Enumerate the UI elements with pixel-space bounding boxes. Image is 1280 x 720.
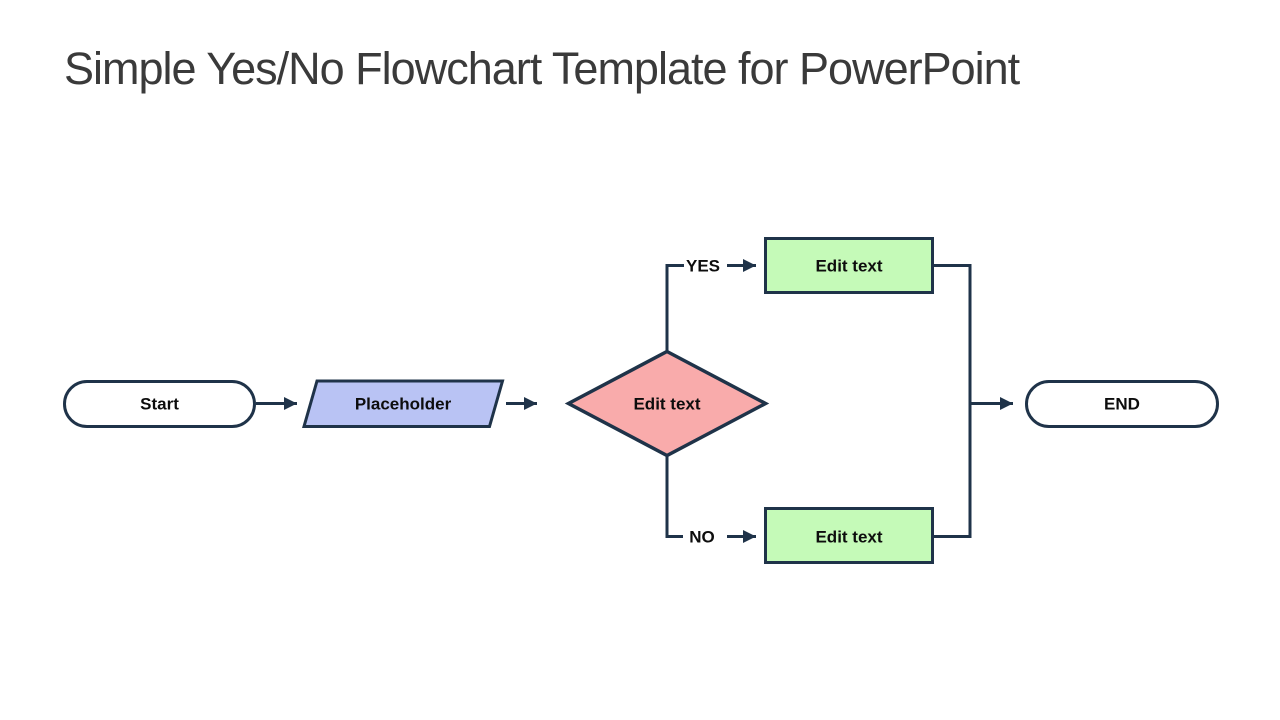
end-node-label: END [1104,395,1140,414]
connector-decision-to-no-label [665,455,683,538]
no-branch-label: NO [689,528,715,547]
start-node [63,380,256,428]
nodes [63,237,1219,564]
yes-branch-label: YES [686,257,720,276]
end-node [1025,380,1219,428]
placeholder-node [302,379,505,428]
connectors [256,259,1013,543]
page-title: Simple Yes/No Flowchart Template for Pow… [64,43,1020,94]
placeholder-node-label: Placeholder [355,395,452,414]
decision-node-label: Edit text [633,395,700,414]
start-node-label: Start [140,395,179,414]
node-labels: Start Placeholder Edit text YES Edit tex… [140,257,1140,547]
yes-process-node [764,237,934,294]
no-process-node [764,507,934,564]
no-process-node-label: Edit text [815,528,882,547]
decision-node [564,349,770,458]
connector-decision-to-yes-label [665,264,684,352]
yes-process-node-label: Edit text [815,257,882,276]
connector-merge-rail [932,264,972,538]
